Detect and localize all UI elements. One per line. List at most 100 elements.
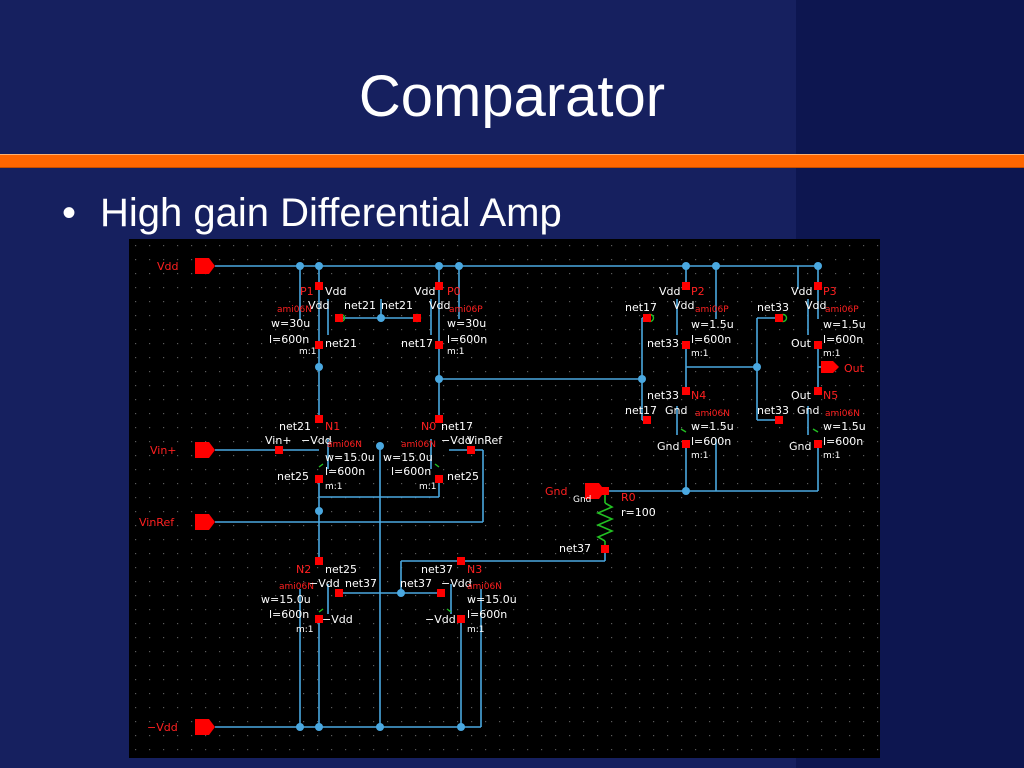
n4-width: w=1.5u	[691, 420, 734, 433]
p2-multiplier: m:1	[691, 349, 709, 359]
p1-multiplier: m:1	[299, 347, 317, 357]
pin-label-neg-vdd: −Vdd	[147, 721, 178, 734]
n1-multiplier: m:1	[325, 482, 343, 492]
p1-width: w=30u	[271, 317, 310, 330]
device-name-n1: N1	[325, 420, 340, 433]
pin-label-vdd: Vdd	[157, 260, 179, 273]
slide-title: Comparator	[358, 64, 666, 129]
n2-drain-net: net25	[325, 563, 357, 576]
pin-label-gnd: Gnd	[545, 485, 567, 498]
n3-multiplier: m:1	[467, 625, 485, 635]
n0-drain-net: net17	[441, 420, 473, 433]
p0-drain-net: net17	[401, 337, 433, 350]
n0-length: l=600n	[391, 465, 431, 478]
n1-width: w=15.0u	[325, 451, 375, 464]
grid-dots	[129, 239, 880, 758]
p0-length: l=600n	[447, 333, 487, 346]
n0-width: w=15.0u	[383, 451, 433, 464]
n2-model: ami06N	[279, 582, 314, 592]
p1-model: ami06N	[277, 305, 312, 315]
n1-model: ami06N	[327, 440, 362, 450]
n5-bulk: Gnd	[797, 404, 819, 417]
pin-vin-plus-icon	[195, 442, 215, 458]
p0-multiplier: m:1	[447, 347, 465, 357]
n5-multiplier: m:1	[823, 451, 841, 461]
n5-length: l=600n	[823, 435, 863, 448]
device-name-p3: P3	[823, 285, 837, 298]
io-pins	[195, 258, 839, 735]
p1-drain-net: net21	[325, 337, 357, 350]
p2-length: l=600n	[691, 333, 731, 346]
p1-gate-net: net21	[344, 299, 376, 312]
device-name-n4: N4	[691, 389, 706, 402]
n2-multiplier: m:1	[296, 625, 314, 635]
n1-source-net: net25	[277, 470, 309, 483]
n3-width: w=15.0u	[467, 593, 517, 606]
n2-width: w=15.0u	[261, 593, 311, 606]
title-divider	[0, 154, 1024, 168]
p3-width: w=1.5u	[823, 318, 866, 331]
n2-bulk: −Vdd	[309, 577, 340, 590]
r0-top-net: Gnd	[573, 495, 591, 505]
p0-model: ami06P	[449, 305, 483, 315]
device-name-n3: N3	[467, 563, 482, 576]
p1-length: l=600n	[269, 333, 309, 346]
bullet-dot-icon: •	[62, 191, 77, 235]
n1-drain-net: net21	[279, 420, 311, 433]
schematic-canvas: Vdd Vin+ VinRef −Vdd Gnd Out P1 Vdd Vdd …	[129, 239, 880, 758]
p3-gate-net: net33	[757, 301, 789, 314]
n0-bulk: −Vdd	[441, 434, 472, 447]
n4-multiplier: m:1	[691, 451, 709, 461]
p0-gate-net: net21	[381, 299, 413, 312]
pin-vdd-icon	[195, 258, 215, 274]
pin-squares	[275, 282, 822, 623]
device-name-r0: R0	[621, 491, 636, 504]
n1-length: l=600n	[325, 465, 365, 478]
n4-source: Gnd	[657, 440, 679, 453]
n5-source: Gnd	[789, 440, 811, 453]
n2-source: −Vdd	[322, 613, 353, 626]
n3-model: ami06N	[467, 582, 502, 592]
bullet-text: High gain Differential Amp	[100, 191, 562, 235]
p2-width: w=1.5u	[691, 318, 734, 331]
n3-drain-net: net37	[421, 563, 453, 576]
junction-dots	[296, 262, 822, 731]
p2-bulk: Vdd	[673, 299, 695, 312]
n0-gate-net: VinRef	[467, 434, 503, 447]
n3-source: −Vdd	[425, 613, 456, 626]
p3-drain: Out	[791, 337, 812, 350]
n5-gate-net: net33	[757, 404, 789, 417]
device-name-p0: P0	[447, 285, 461, 298]
n1-gate-net: Vin+	[265, 434, 292, 447]
n0-multiplier: m:1	[419, 482, 437, 492]
p3-source: Vdd	[791, 285, 813, 298]
p1-source: Vdd	[325, 285, 347, 298]
pin-neg-vdd-icon	[195, 719, 215, 735]
pin-label-vin-plus: Vin+	[150, 444, 177, 457]
n5-width: w=1.5u	[823, 420, 866, 433]
pin-label-vinref: VinRef	[139, 516, 175, 529]
n2-gate-net: net37	[345, 577, 377, 590]
n4-drain-net: net33	[647, 389, 679, 402]
n3-length: l=600n	[467, 608, 507, 621]
p2-source: Vdd	[659, 285, 681, 298]
n3-gate-net: net37	[400, 577, 432, 590]
n4-length: l=600n	[691, 435, 731, 448]
p3-model: ami06P	[825, 305, 859, 315]
r0-value: r=100	[621, 506, 656, 519]
pin-out-icon	[821, 361, 839, 373]
n0-model: ami06N	[401, 440, 436, 450]
n4-model: ami06N	[695, 409, 730, 419]
bullet-item: • High gain Differential Amp	[62, 188, 562, 238]
pin-gnd-icon	[585, 483, 605, 499]
n1-bulk: −Vdd	[301, 434, 332, 447]
n0-source-net: net25	[447, 470, 479, 483]
p0-width: w=30u	[447, 317, 486, 330]
n4-gate-net: net17	[625, 404, 657, 417]
n3-bulk: −Vdd	[441, 577, 472, 590]
p3-length: l=600n	[823, 333, 863, 346]
device-name-p1: P1	[300, 285, 314, 298]
p2-gate-net: net17	[625, 301, 657, 314]
device-name-n2: N2	[296, 563, 311, 576]
r0-bottom-net: net37	[559, 542, 591, 555]
